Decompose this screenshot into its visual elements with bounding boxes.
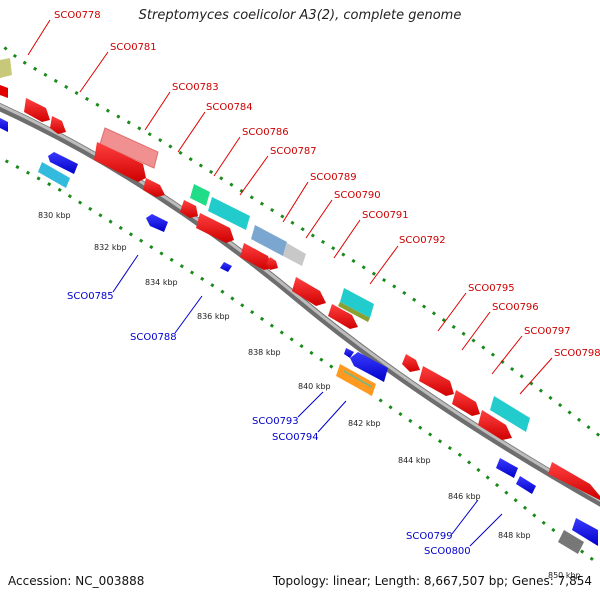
gene-block [220,262,232,272]
gene-label: SCO0794 [272,432,319,443]
inner-dotted-track [0,155,600,567]
gene-label: SCO0781 [110,42,157,53]
tick-label: 834 kbp [145,278,178,287]
forward-gene-labels: SCO0778SCO0781SCO0783SCO0784SCO0786SCO07… [54,10,600,359]
gene-block [196,213,234,243]
reverse-genes [0,118,598,554]
gene-label: SCO0785 [67,291,114,302]
gene-block [490,396,530,432]
gene-block [572,518,598,546]
gene-label: SCO0786 [242,127,289,138]
tick-label: 836 kbp [197,312,230,321]
tick-label: 830 kbp [38,211,71,220]
gene-label: SCO0789 [310,172,357,183]
gene-label: SCO0788 [130,332,177,343]
gene-block [94,142,146,182]
gene-block [251,225,287,256]
gene-label: SCO0784 [206,102,253,113]
gene-block [180,200,198,218]
tick-label: 838 kbp [248,348,281,357]
gene-block [240,243,272,270]
gene-label: SCO0796 [492,302,539,313]
reverse-leader-lines [112,254,503,547]
kbp-tick-labels: 830 kbp 832 kbp 834 kbp 836 kbp 838 kbp 840 k… [38,211,581,580]
gene-block [292,277,326,306]
gene-block [0,58,12,78]
gene-block [146,214,168,232]
gene-block [344,348,354,358]
forward-genes [0,58,600,500]
tick-label: 844 kbp [398,456,431,465]
reverse-gene-labels: SCO0785SCO0788SCO0793SCO0794SCO0799SCO08… [67,291,471,557]
gene-block [0,118,8,132]
outer-dotted-track [0,42,600,439]
gene-block [208,197,250,230]
map-title: Streptomyces coelicolor A3(2), complete … [138,8,462,23]
gene-label: SCO0790 [334,190,381,201]
tick-label: 842 kbp [348,419,381,428]
gene-block [496,458,518,478]
gene-label: SCO0791 [362,210,409,221]
gene-block [350,352,388,382]
gene-block [419,366,454,396]
tick-label: 840 kbp [298,382,331,391]
genome-summary-text: Topology: linear; Length: 8,667,507 bp; … [272,574,592,588]
gene-label: SCO0778 [54,10,101,21]
gene-block [548,462,600,500]
gene-block [402,354,420,372]
gene-block [48,152,78,174]
gene-block [0,85,8,98]
gene-block [143,178,165,197]
gene-block [558,530,584,554]
gene-block [24,98,50,122]
tick-label: 832 kbp [94,243,127,252]
forward-leader-lines [27,19,553,395]
gene-block [344,370,372,388]
gene-block [99,127,159,169]
gene-block [478,410,512,440]
gene-block [190,184,210,206]
tick-label: 850 kbp [548,571,581,580]
gene-label: SCO0798 [554,348,600,359]
gene-block [338,302,370,322]
gene-label: SCO0793 [252,416,299,427]
genome-backbone [0,102,600,507]
gene-block [328,304,358,329]
gene-block [340,288,374,318]
tick-label: 846 kbp [448,492,481,501]
gene-block [50,116,66,134]
gene-block [38,162,70,188]
gene-label: SCO0795 [468,283,515,294]
gene-block [516,476,536,494]
outer-dotted-track-2 [130,95,600,425]
gene-label: SCO0799 [406,531,453,542]
gene-label: SCO0783 [172,82,219,93]
accession-text: Accession: NC_003888 [8,574,145,588]
tick-label: 848 kbp [498,531,531,540]
gene-label: SCO0797 [524,326,571,337]
gene-block [283,243,306,266]
gene-block [266,257,278,270]
gene-block [452,390,480,416]
gene-label: SCO0792 [399,235,446,246]
gene-label: SCO0800 [424,546,471,557]
gene-label: SCO0787 [270,146,317,157]
